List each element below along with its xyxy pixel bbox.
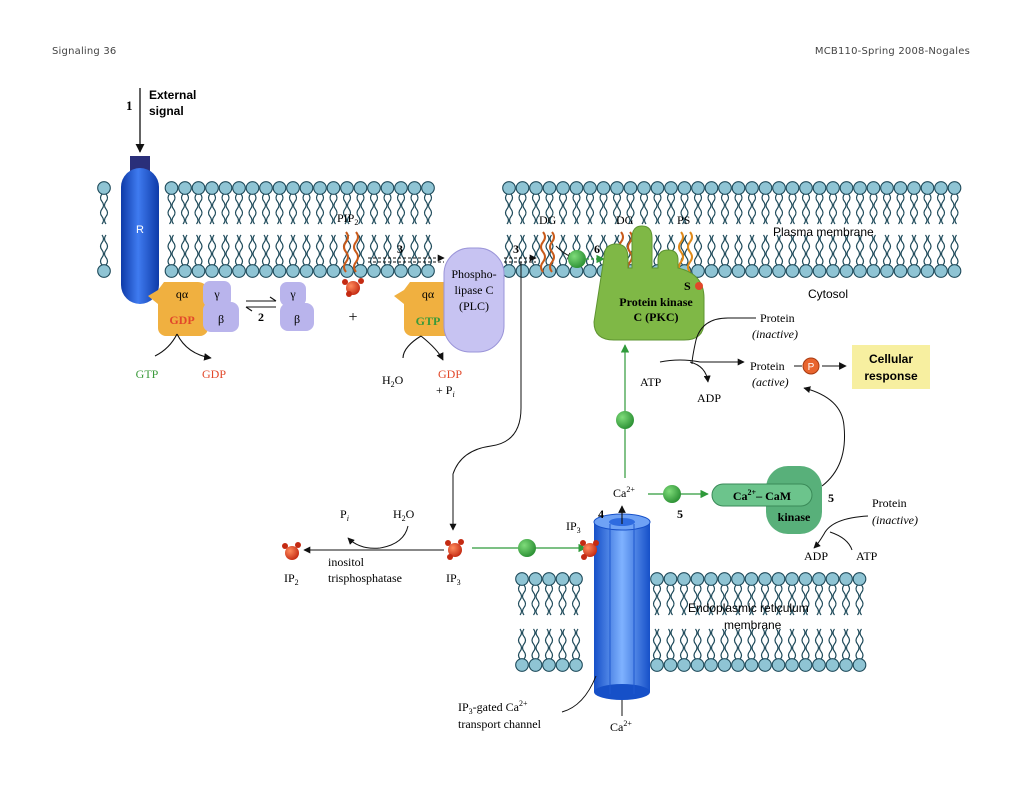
adp-label-2: ADP — [804, 549, 828, 563]
ip3-gated-channel — [593, 513, 651, 700]
pkc-label-1: Protein kinase — [619, 295, 693, 309]
beta-label: β — [218, 312, 224, 326]
plus-sign: + — [348, 309, 357, 326]
ip3-molecule — [445, 539, 464, 560]
beta-label-2: β — [294, 312, 300, 326]
ip3-bound-label: IP3 — [566, 519, 581, 535]
dg-label-2: DG — [616, 213, 634, 227]
atp-label: ATP — [640, 375, 662, 389]
ip3-messenger — [518, 539, 536, 557]
h2o-label-2: H2O — [393, 507, 415, 523]
cam-label: Ca2+– CaM — [733, 488, 791, 503]
cellular-response-box: Cellular response — [852, 345, 930, 389]
gdp-bound-label: GDP — [169, 313, 194, 327]
ip2-label: IP2 — [284, 571, 299, 587]
ps-lipid — [678, 231, 693, 273]
ca-messenger-at-membrane — [568, 250, 586, 268]
plc-label-1: Phospho- — [451, 267, 496, 281]
step-3b-label: 3 — [513, 242, 519, 256]
inositol-label-1: inositol — [328, 555, 365, 569]
gtp-bound-label: GTP — [416, 314, 441, 328]
plc-label-3: (PLC) — [459, 299, 489, 313]
ip3-bound-molecule — [580, 540, 599, 560]
gamma-label: γ — [213, 287, 220, 301]
receptor-label: R — [136, 224, 144, 236]
free-betagamma: γ β — [280, 282, 314, 331]
er-membrane — [515, 572, 867, 672]
external-signal-label-2: signal — [149, 104, 184, 118]
gamma-label-2: γ — [289, 287, 296, 301]
gdp-hydrolysis-label: GDP — [438, 367, 462, 381]
plc-label-2: lipase C — [455, 283, 494, 297]
ca-messenger-to-cam — [663, 485, 681, 503]
kinase-label: kinase — [778, 510, 811, 524]
dg-label-1: DG — [539, 213, 557, 227]
phosphate-label: P — [808, 362, 815, 373]
s-site-label: S — [684, 279, 691, 293]
equilibrium-arrows — [245, 296, 277, 312]
channel-label-1: IP3-gated Ca2+ — [458, 699, 528, 716]
phospholipase-c: Phospho- lipase C (PLC) — [443, 247, 505, 353]
cellular-response-label-2: response — [864, 369, 918, 383]
dg-lipid-1 — [540, 231, 555, 273]
step-6-label: 6 — [594, 242, 600, 256]
step-1-label: 1 — [126, 98, 133, 113]
course-label: MCB110-Spring 2008-Nogales — [814, 46, 970, 57]
ip2-molecule — [282, 542, 301, 560]
step-5a-label: 5 — [677, 507, 683, 521]
pip2-lipid — [342, 231, 364, 297]
g-betagamma: γ β — [203, 281, 239, 332]
pi-label: + Pi — [436, 383, 455, 399]
step-2-label: 2 — [258, 310, 264, 324]
er-membrane-label-1: Endoplasmic reticulum — [688, 601, 809, 615]
gtp-in-label: GTP — [136, 367, 159, 381]
ca-bottom-label: Ca2+ — [610, 719, 632, 734]
cytosol-label: Cytosol — [808, 287, 848, 301]
channel-label-2: transport channel — [458, 717, 542, 731]
plc-to-ip3-arrow — [449, 262, 522, 531]
atp-label-2: ATP — [856, 549, 878, 563]
receptor: R — [121, 156, 159, 304]
external-signal-label: External — [149, 88, 196, 102]
cellular-response-label-1: Cellular — [869, 352, 913, 366]
adp-label: ADP — [697, 391, 721, 405]
protein-inactive-label: Protein — [760, 311, 795, 325]
protein-kinase-c: Protein kinase C (PKC) S — [593, 225, 705, 341]
step-5b-label: 5 — [828, 491, 834, 505]
step-3a-label: 3 — [397, 242, 403, 256]
er-membrane-label-2: membrane — [724, 618, 782, 632]
cam-kinase: Ca2+– CaM kinase — [711, 466, 822, 534]
ps-label: PS — [677, 213, 690, 227]
ip3-label: IP3 — [446, 571, 461, 587]
ca-messenger-upward — [616, 411, 634, 429]
slide-number: Signaling 36 — [52, 46, 117, 57]
g-alpha-label: qα — [176, 287, 189, 301]
inactive-label-2: (inactive) — [872, 513, 918, 527]
g-alpha-gdp: qα GDP — [148, 282, 208, 336]
gdp-out-label: GDP — [202, 367, 226, 381]
pkc-label-2: C (PKC) — [634, 310, 679, 324]
step-4-label: 4 — [598, 507, 604, 521]
protein-active-label: Protein — [750, 359, 785, 373]
inactive-label: (inactive) — [752, 327, 798, 341]
g-alpha-label-2: qα — [422, 287, 435, 301]
h2o-label: H2O — [382, 373, 404, 389]
pi-product-label: Pi — [340, 507, 349, 523]
inositol-label-2: trisphosphatase — [328, 571, 402, 585]
ca-label: Ca2+ — [613, 485, 635, 500]
pip2-label: PIP2 — [337, 211, 358, 227]
plasma-membrane — [97, 181, 962, 278]
plasma-membrane-label: Plasma membrane — [773, 225, 874, 239]
protein-inactive-label-2: Protein — [872, 496, 907, 510]
g-alpha-gtp: qα GTP — [394, 282, 454, 336]
active-label: (active) — [752, 375, 789, 389]
phosphate-icon — [802, 357, 820, 375]
